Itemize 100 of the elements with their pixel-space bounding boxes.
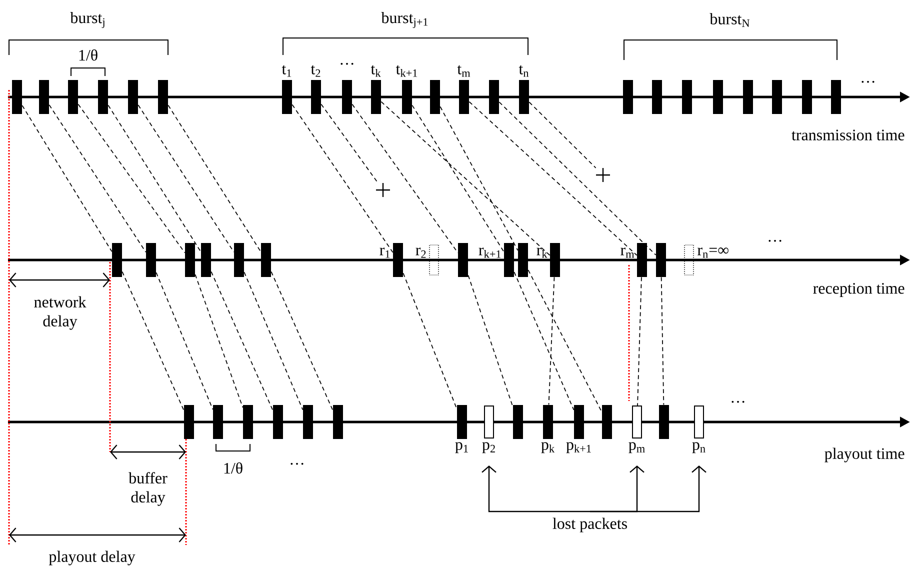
packet-label: p$_{k}$ [541, 442, 555, 454]
packet-label: t$_{2}$ [310, 65, 320, 77]
packet [68, 80, 78, 114]
dashed-connector [528, 270, 602, 412]
dashed-connector [22, 105, 112, 252]
dashed-connector [292, 104, 394, 253]
packet [39, 80, 49, 114]
text-label: ··· [862, 80, 874, 83]
packet [333, 405, 343, 439]
packet-label: r$_{m}$ [620, 248, 634, 258]
packet-label: r$_{k}$ [536, 248, 548, 258]
text-label: ··· [290, 462, 304, 465]
dashed-connector [402, 272, 458, 410]
dashed-connector [498, 102, 656, 256]
packet-label: p$_{m}$ [628, 442, 645, 454]
dashed-connector [468, 101, 638, 256]
packet-label: t$_{1}$ [282, 65, 292, 77]
packet-label: p$_{n}$ [692, 442, 706, 454]
dashed-connector [108, 104, 202, 252]
packet [184, 405, 194, 439]
dashed-connector [122, 271, 184, 411]
dashed-connector [412, 104, 504, 252]
packet-label: r$_{n}$=∞ [698, 248, 728, 258]
packet [682, 80, 692, 114]
packet [772, 80, 782, 114]
dashed-connector [244, 272, 304, 410]
dashed-connector [548, 276, 555, 406]
dashed-connector [320, 104, 378, 184]
packet [112, 243, 122, 277]
annotation-text: lost packets [552, 518, 627, 532]
text-label: playout time [824, 448, 904, 462]
text-label: transmission time [792, 130, 904, 140]
dashed-connector [528, 102, 596, 168]
dashed-connector [468, 274, 514, 408]
packet [303, 405, 313, 439]
dashed-connector [138, 104, 234, 252]
dashed-connector [194, 274, 244, 408]
text-label: ··· [340, 62, 354, 65]
text-label: reception time [813, 283, 904, 297]
packet-label: t$_{k+1}$ [396, 65, 418, 77]
packet [602, 405, 612, 439]
text-label: ··· [732, 400, 744, 403]
packet-label: t$_{n}$ [518, 65, 529, 77]
packet-label: r$_{k+1}$ [478, 248, 501, 258]
packet [342, 80, 352, 114]
loss-cross [376, 183, 390, 197]
dashed-connector [156, 272, 214, 410]
packet [213, 405, 223, 439]
packet [158, 80, 168, 114]
packet [146, 243, 156, 277]
packet [623, 80, 633, 114]
packet [513, 405, 523, 439]
packet [261, 243, 271, 277]
packet [802, 80, 812, 114]
loss-cross [596, 168, 610, 182]
packet-label: p$_{k+1}$ [566, 442, 591, 454]
text-label: 1/θ [224, 462, 242, 474]
packet [518, 243, 528, 277]
packet-label: t$_{m}$ [457, 65, 470, 77]
dashed-connector [210, 271, 274, 411]
dashed-connector [168, 104, 262, 252]
packet-label: p$_{2}$ [482, 442, 495, 454]
packet [273, 405, 283, 439]
packet [12, 80, 22, 114]
dashed-connector [48, 104, 146, 253]
text-label: buffer delay [128, 472, 168, 506]
packet [652, 80, 662, 114]
arrow [482, 466, 590, 512]
packet [243, 405, 253, 439]
packet [201, 243, 211, 277]
text-label: ··· [768, 240, 782, 242]
dashed-connector [637, 276, 642, 406]
packet-label: r$_{1}$ [380, 248, 390, 258]
text-label: network delay [34, 296, 86, 330]
packet [458, 243, 468, 277]
text-label: playout delay [48, 550, 136, 566]
packet [831, 80, 841, 114]
packet [489, 80, 499, 114]
text-label: burst$_{j+1}$ [381, 12, 428, 28]
packet-label: r$_{2}$ [416, 248, 426, 258]
text-label: burst$_{j}$ [70, 12, 104, 28]
packet [656, 243, 666, 277]
dashed-connector [352, 104, 458, 254]
packet [743, 80, 753, 114]
packet-label: p$_{1}$ [455, 442, 468, 454]
packet [185, 243, 195, 277]
arrow [590, 466, 706, 512]
dashed-connector [380, 101, 550, 256]
dashed-connector [514, 272, 574, 410]
packet-label: t$_{k}$ [370, 65, 381, 77]
dashed-connector [78, 104, 186, 254]
packet [128, 80, 138, 114]
packet [430, 80, 440, 114]
packet [234, 243, 244, 277]
packet [713, 80, 723, 114]
text-label: burst$_{N}$ [710, 13, 750, 27]
packet [98, 80, 108, 114]
dashed-connector [440, 106, 518, 251]
dashed-connector [270, 271, 334, 411]
dashed-connector [660, 276, 664, 406]
